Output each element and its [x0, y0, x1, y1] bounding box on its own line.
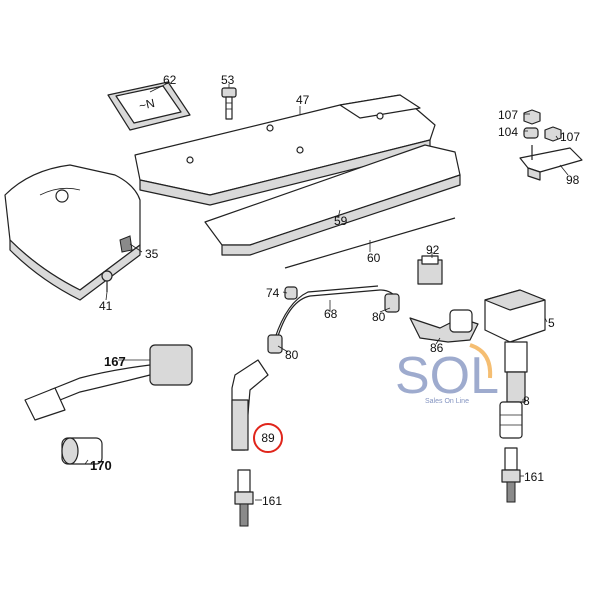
part-161-spark-plug-right [501, 447, 521, 503]
label-74: 74 [266, 286, 280, 300]
label-98: 98 [566, 173, 580, 187]
label-35: 35 [145, 247, 159, 261]
label-41: 41 [99, 299, 113, 313]
label-53: 53 [221, 73, 235, 87]
label-170: 170 [90, 458, 112, 473]
highlight-circle [253, 423, 283, 453]
part-92-clip [417, 255, 443, 285]
label-80-left: 80 [285, 348, 299, 362]
label-107-right: 107 [560, 130, 580, 144]
label-59: 59 [334, 214, 348, 228]
part-80-connector-right [384, 293, 400, 313]
label-62: 62 [163, 73, 177, 87]
part-86-plug-connector [409, 309, 479, 343]
part-104-washer [523, 127, 539, 139]
part-167-lead [24, 344, 193, 421]
part-107-nut [523, 109, 541, 125]
part-8-coil-boot [499, 401, 523, 439]
part-161-spark-plug-left [234, 469, 254, 527]
label-60: 60 [367, 251, 381, 265]
label-68: 68 [324, 307, 338, 321]
label-107-top: 107 [498, 108, 518, 122]
highlight-89: 89 [253, 423, 283, 453]
watermark-tagline: Sales On Line [425, 398, 469, 405]
part-47-engine-cover [134, 94, 436, 206]
label-167: 167 [104, 354, 126, 369]
part-170-boot [61, 437, 103, 465]
part-89-plug-connector [231, 359, 269, 451]
watermark-swoosh [469, 343, 493, 379]
part-74-grommet [284, 286, 298, 300]
label-104: 104 [498, 125, 518, 139]
part-35-side-cover [4, 164, 141, 301]
part-5-ignition-coil [484, 289, 546, 403]
part-53-bolt [221, 87, 237, 120]
label-92: 92 [426, 243, 440, 257]
part-80-connector-left [267, 334, 283, 354]
label-8: 8 [523, 394, 530, 408]
svg-text:~N: ~N [138, 96, 156, 113]
part-62-label-plate: ~N [107, 81, 191, 131]
label-5: 5 [548, 316, 555, 330]
label-80-right: 80 [372, 310, 386, 324]
part-107-nut-right [544, 126, 562, 142]
part-labels: 62 53 47 107 104 107 98 35 41 59 60 92 7… [90, 73, 580, 508]
label-161-right: 161 [524, 470, 544, 484]
part-41-screw [101, 270, 113, 292]
sol-watermark: SOL Sales On Line [395, 343, 499, 405]
leader-lines [84, 81, 569, 501]
label-89: 89 [261, 431, 275, 445]
label-47: 47 [296, 93, 310, 107]
watermark-logo: SOL [395, 347, 499, 405]
part-59-lower-cover [204, 144, 461, 256]
label-161-left: 161 [262, 494, 282, 508]
label-86: 86 [430, 341, 444, 355]
